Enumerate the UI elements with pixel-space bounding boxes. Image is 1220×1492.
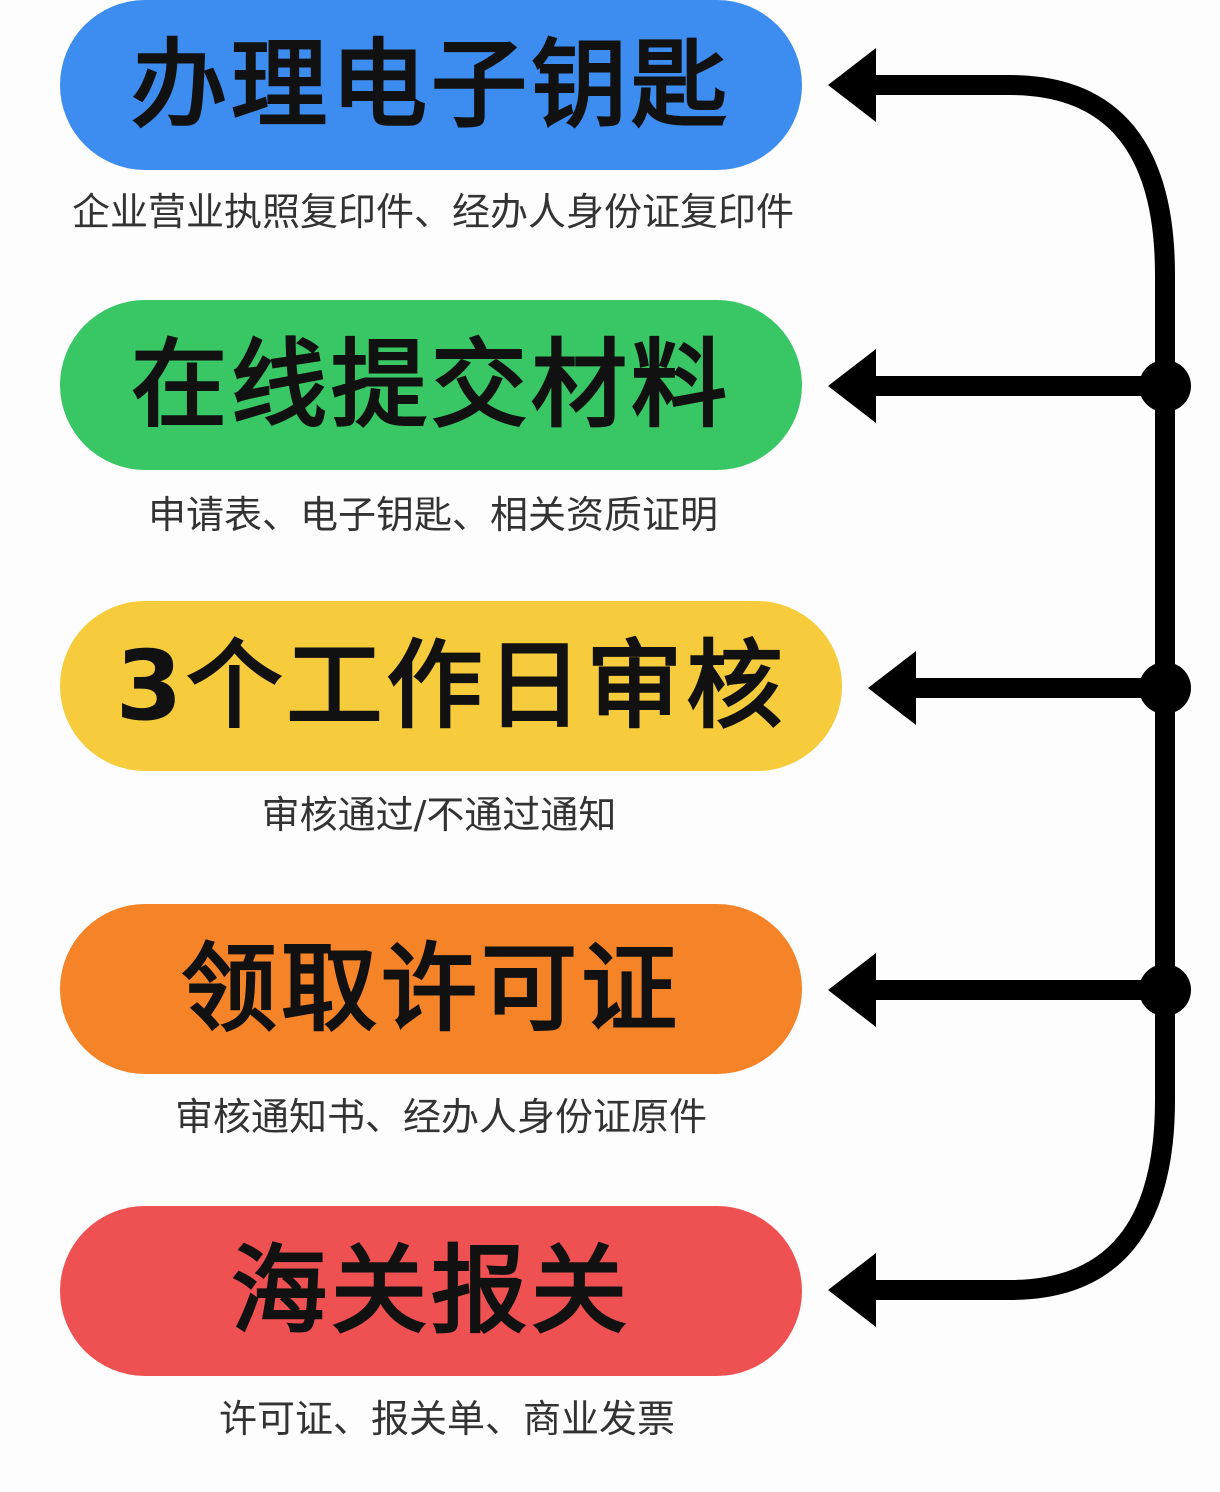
step-5-title: 海关报关 xyxy=(231,1235,631,1347)
arrowhead-step-2 xyxy=(828,349,876,423)
junction-dot-3 xyxy=(1139,662,1191,714)
junction-dot-4 xyxy=(1139,964,1191,1016)
step-3-title: 3个工作日审核 xyxy=(115,630,787,742)
step-3-description: 审核通过/不通过通知 xyxy=(261,793,617,837)
junction-dot-2 xyxy=(1139,360,1191,412)
step-1-pill: 办理电子钥匙 xyxy=(60,0,802,170)
step-3-pill: 3个工作日审核 xyxy=(60,601,842,771)
step-1-description: 企业营业执照复印件、经办人身份证复印件 xyxy=(71,190,794,234)
step-1-title: 办理电子钥匙 xyxy=(131,29,731,141)
step-5-description: 许可证、报关单、商业发票 xyxy=(218,1397,675,1441)
arrowhead-step-1 xyxy=(828,48,876,122)
step-4-pill: 领取许可证 xyxy=(60,904,802,1074)
step-4-title: 领取许可证 xyxy=(181,933,681,1045)
step-4-description: 审核通知书、经办人身份证原件 xyxy=(174,1095,707,1139)
arrowhead-step-3 xyxy=(868,651,916,725)
step-2-pill: 在线提交材料 xyxy=(60,300,802,470)
arrowhead-step-4 xyxy=(828,953,876,1027)
step-5-pill: 海关报关 xyxy=(60,1206,802,1376)
step-2-description: 申请表、电子钥匙、相关资质证明 xyxy=(147,493,718,537)
step-2-title: 在线提交材料 xyxy=(131,329,731,441)
arrowhead-step-5 xyxy=(828,1253,876,1327)
